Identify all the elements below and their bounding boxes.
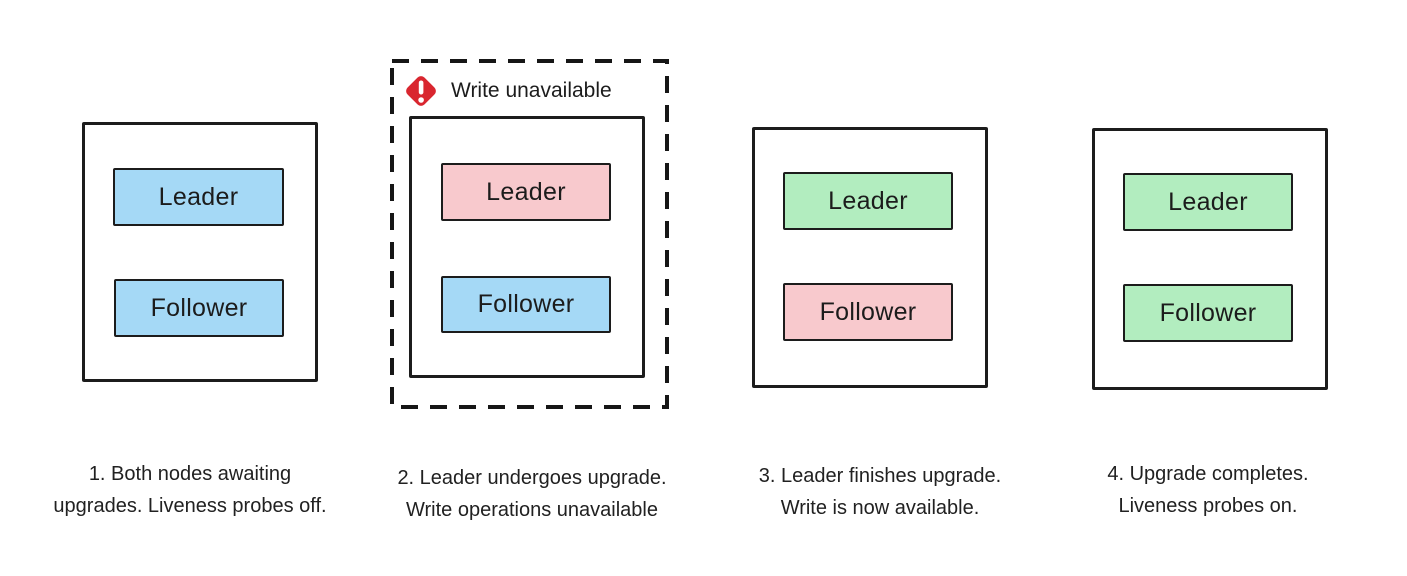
panel-2-caption: 2. Leader undergoes upgrade. Write opera… (377, 462, 687, 526)
panel-2-node-group-box: Leader Follower (409, 116, 645, 378)
panel-4-caption-line2: Liveness probes on. (1118, 495, 1298, 517)
panel-3-caption-line2: Write is now available. (780, 497, 980, 519)
panel-2-leader-node: Leader (441, 163, 611, 221)
panel-1-caption-line2: upgrades. Liveness probes off. (53, 495, 327, 517)
panel-3-node-group-box: Leader Follower (752, 127, 988, 388)
panel-3-leader-node: Leader (783, 172, 953, 230)
panel-1-caption-line1: 1. Both nodes awaiting (88, 463, 292, 485)
panel-3-caption: 3. Leader finishes upgrade. Write is now… (730, 460, 1030, 524)
panel-3-follower-node: Follower (783, 283, 953, 341)
write-unavailable-label: Write unavailable (451, 79, 612, 102)
panel-4-follower-node: Follower (1123, 284, 1293, 342)
panel-2-caption-line2: Write operations unavailable (405, 499, 658, 521)
alert-diamond-icon (400, 70, 442, 112)
panel-2-follower-node: Follower (441, 276, 611, 333)
panel-4-leader-node: Leader (1123, 173, 1293, 231)
panel-1-follower-node: Follower (114, 279, 284, 337)
panel-1-node-group-box: Leader Follower (82, 122, 318, 382)
panel-2-caption-line1: 2. Leader undergoes upgrade. (397, 467, 667, 489)
panel-4-caption-line1: 4. Upgrade completes. (1107, 463, 1309, 485)
panel-1-leader-node: Leader (113, 168, 284, 226)
write-unavailable-warning: Write unavailable (400, 70, 612, 112)
panel-2-outage-boundary: Write unavailable Leader Follower (390, 59, 669, 409)
panel-4-caption: 4. Upgrade completes. Liveness probes on… (1053, 458, 1363, 522)
panel-4-node-group-box: Leader Follower (1092, 128, 1328, 390)
panel-3-caption-line1: 3. Leader finishes upgrade. (758, 465, 1002, 487)
panel-1-caption: 1. Both nodes awaiting upgrades. Livenes… (20, 458, 360, 522)
